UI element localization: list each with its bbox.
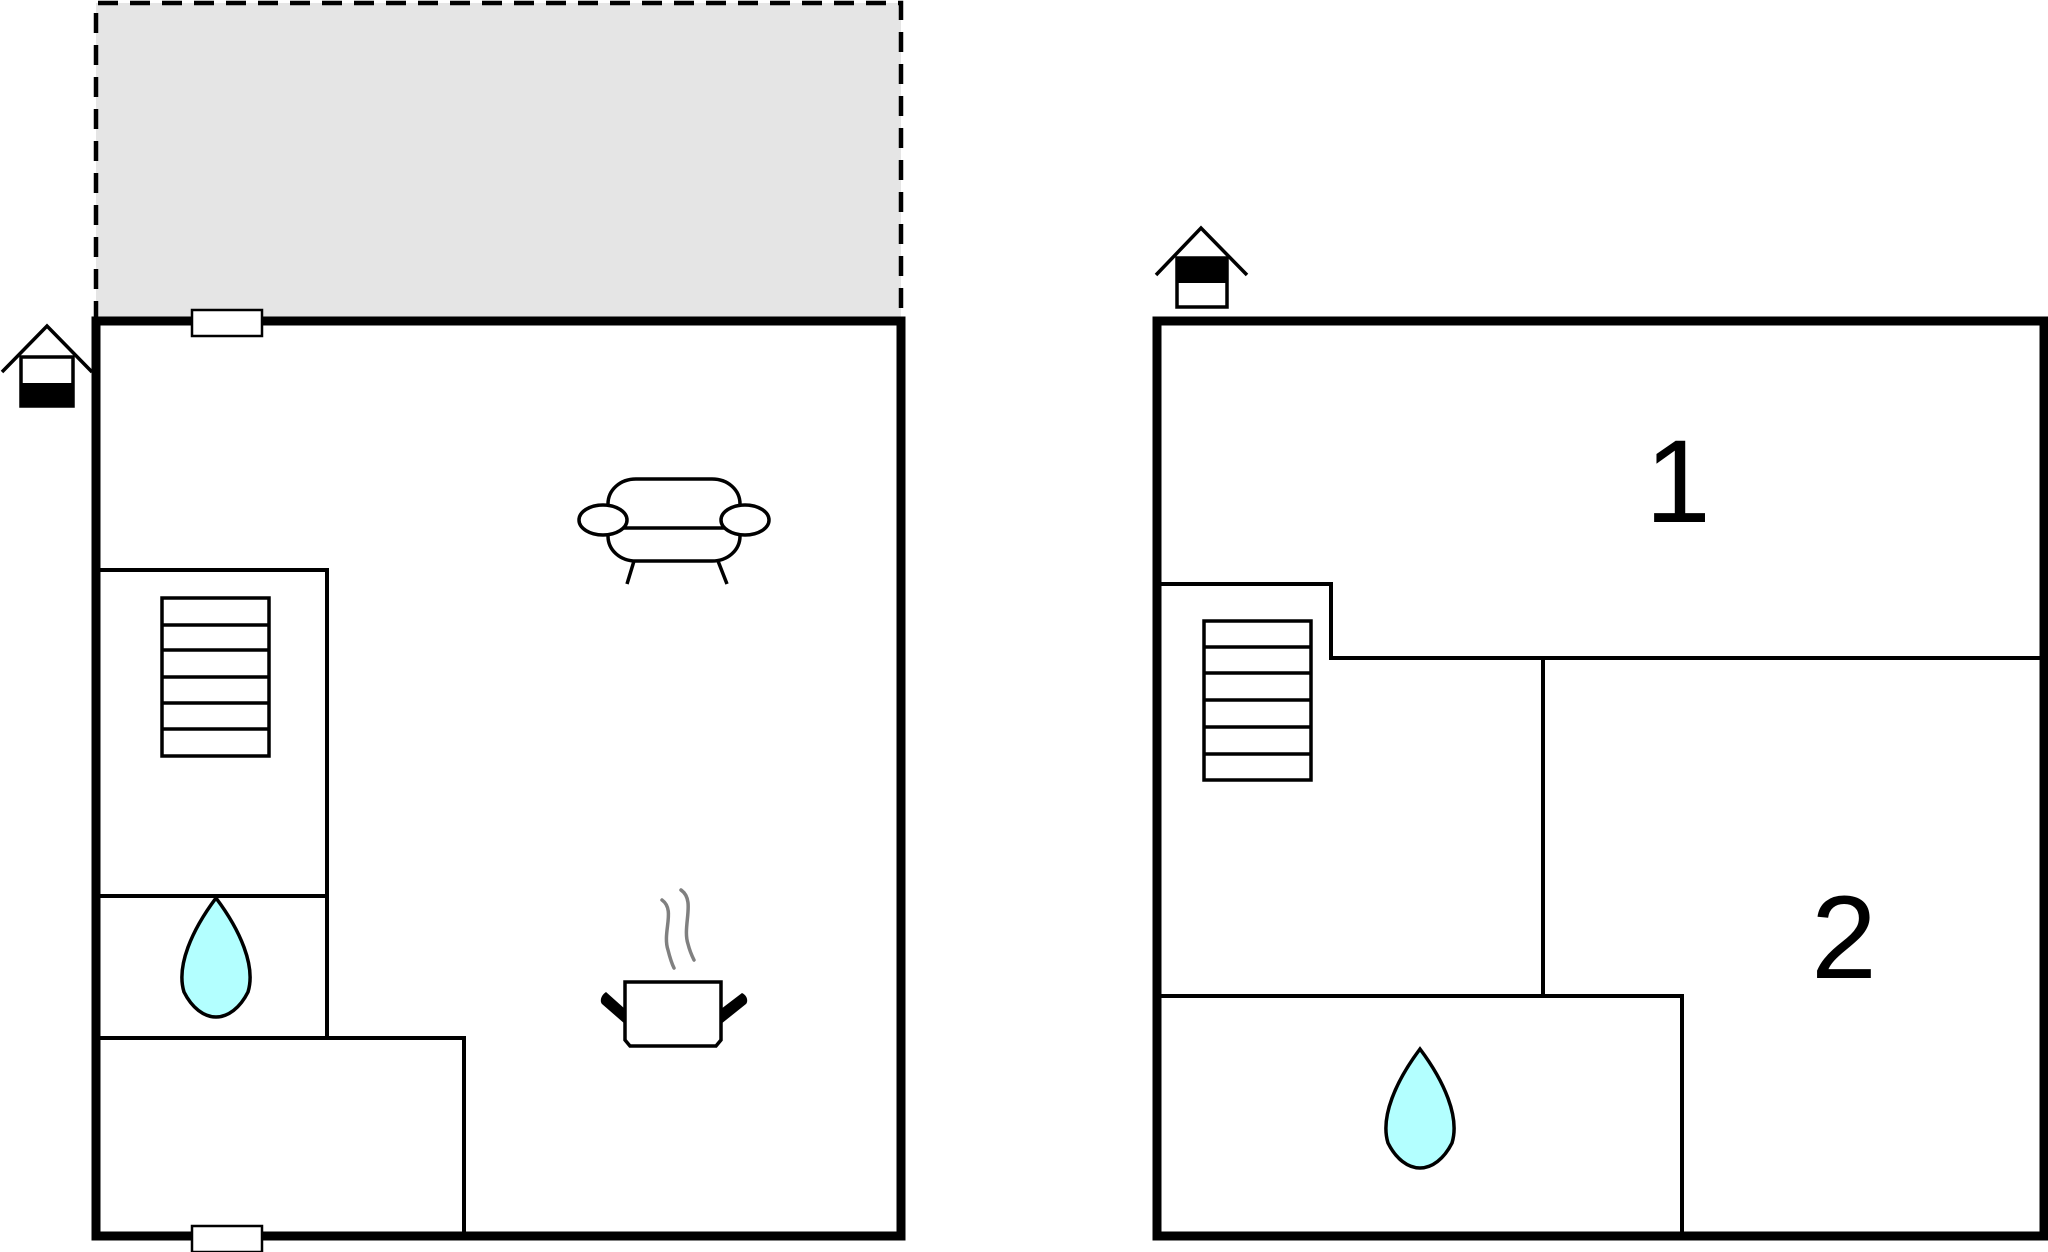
kitchen-icon xyxy=(600,888,748,1048)
entrance-icon xyxy=(1154,225,1249,309)
bathroom-icon xyxy=(180,895,252,1019)
stairs-icon xyxy=(160,596,271,758)
ground-floor-outer-wall xyxy=(91,316,906,1241)
entrance-icon xyxy=(0,323,94,408)
window-icon xyxy=(190,1224,264,1252)
window-icon xyxy=(190,308,264,338)
upper-floor: 1 2 xyxy=(1152,225,2048,1241)
upper-floor-interior-walls xyxy=(1161,582,2040,1232)
upper-floor-outer-wall xyxy=(1152,316,2048,1241)
living-room-icon xyxy=(577,477,771,585)
ground-floor xyxy=(0,0,906,1252)
ground-floor-interior-walls xyxy=(100,568,466,1232)
room-number: 1 xyxy=(1645,416,1711,548)
terrace-area xyxy=(93,0,904,321)
stairs-icon xyxy=(1202,619,1313,782)
room-number: 2 xyxy=(1811,872,1877,1004)
bathroom-icon xyxy=(1384,1046,1456,1170)
